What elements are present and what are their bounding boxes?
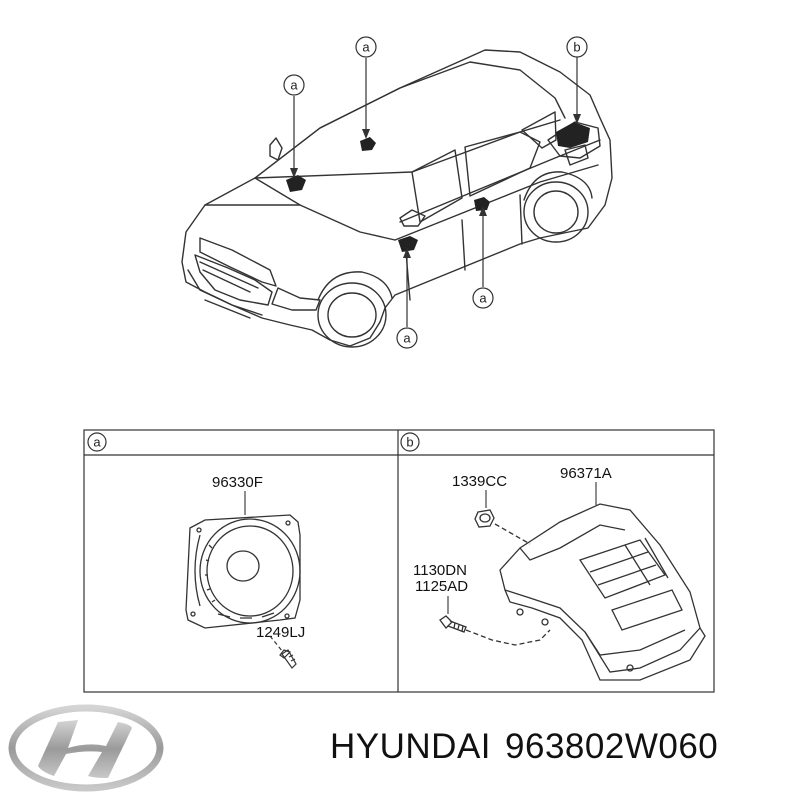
panel-b-header: b [400,432,420,452]
brand-name: HYUNDAI [330,727,492,766]
callout-b-1-label: b [573,40,580,55]
brand-part-number: HYUNDAI 963802W060 [330,712,732,782]
part-1125AD-label: 1125AD [415,578,468,595]
part-1249LJ-label: 1249LJ [256,624,305,641]
callout-b-1: b [566,36,588,58]
part-1339CC-label: 1339CC [452,473,507,490]
part-96330F-label: 96330F [212,474,263,491]
speaker-markers [286,122,590,252]
detail-panels [83,429,715,693]
callout-a-3: a [396,327,418,349]
nut-part [474,509,531,545]
callout-a-4: a [472,287,494,309]
vehicle-illustration [181,49,613,348]
screw-part [269,635,297,669]
callout-a-2: a [355,36,377,58]
callout-a-3-label: a [403,331,411,346]
speaker-part [185,514,301,629]
hyundai-logo-icon [8,704,164,792]
part-1130DN-label: 1130DN [413,562,467,579]
part-number: 963802W060 [505,727,719,766]
leader-arrowheads [290,114,581,258]
callout-a-1: a [283,74,305,96]
part-96371A-label: 96371A [560,465,612,482]
panel-a-header: a [87,432,107,452]
panel-a-label: a [93,435,101,450]
amplifier-part [499,503,706,681]
callout-a-4-label: a [479,291,487,306]
parts-diagram: a a b a a a 96330F 1249LJ [83,36,715,693]
leader-lines [293,57,578,327]
bolt-part [439,615,551,646]
panel-b-label: b [406,435,413,450]
callout-a-2-label: a [362,40,370,55]
callout-a-1-label: a [290,78,298,93]
